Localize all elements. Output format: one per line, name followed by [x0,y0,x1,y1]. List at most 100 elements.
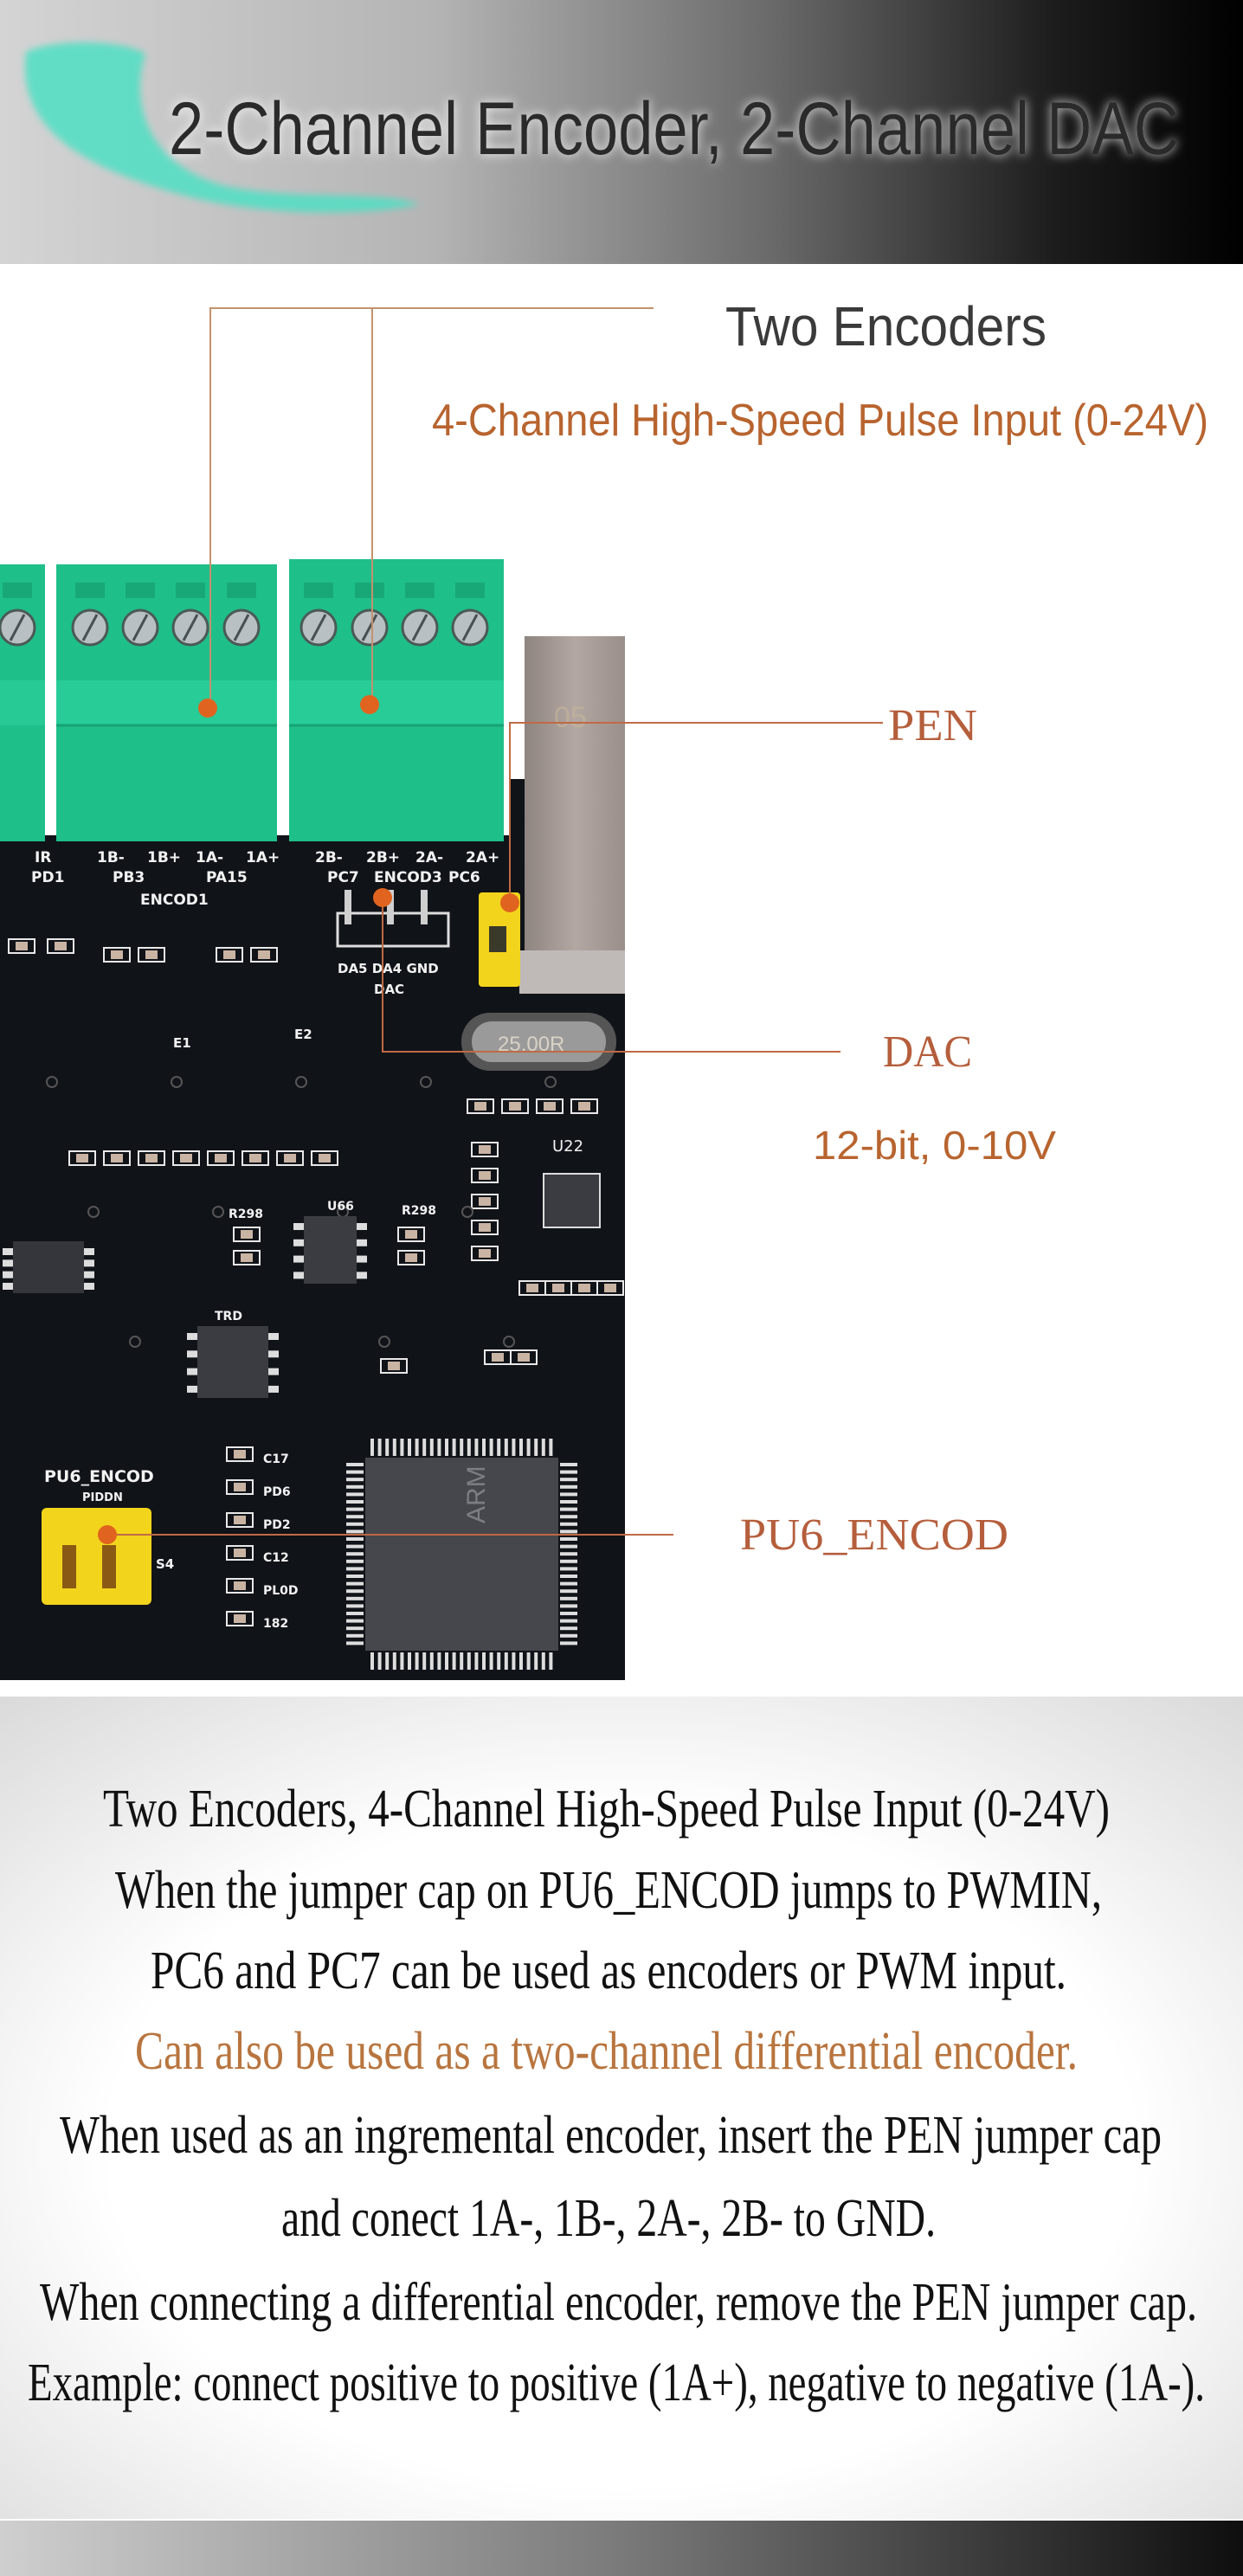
description-line: Can also be used as a two-channel differ… [135,2022,1078,2081]
mcu-pin [346,1559,364,1563]
smd-footprint [233,1250,261,1265]
mcu-pin [346,1537,364,1541]
mcu-pin [534,1439,538,1456]
terminal-slot [75,583,105,598]
terminal-slot [304,583,333,598]
chip-pin [357,1272,367,1279]
smd-component [526,1284,538,1292]
smd-component [578,1102,590,1111]
smd-component [604,1284,616,1292]
smd-footprint [8,938,35,954]
terminal-block-encoder1 [56,564,277,841]
screw-slot [182,614,199,641]
mcu-pin [346,1492,364,1497]
chip-pin [268,1385,279,1393]
mcu-pin [346,1470,364,1474]
description-line: When the jumper cap on PU6_ENCOD jumps t… [115,1861,1102,1920]
mcu-pin [346,1604,364,1608]
smd-footprint [471,1194,499,1209]
chip-pin [268,1368,279,1375]
mcu-pin [560,1619,577,1623]
silk-e1: E1 [173,1035,191,1051]
mcu-pin [346,1626,364,1631]
mcu-pin [474,1652,479,1670]
via [171,1076,183,1088]
smd-component [16,942,28,950]
mcu-pin [346,1567,364,1571]
silk-e2: E2 [294,1027,312,1042]
smd-footprint [570,1098,598,1114]
smd-footprint [226,1479,254,1495]
smd-component [405,1253,417,1262]
smd-footprint [471,1246,499,1261]
smd-component [319,1154,331,1162]
mcu-pin [504,1652,508,1670]
mcu-pin [385,1652,390,1670]
smd-footprint [226,1545,254,1561]
smd-component [405,1230,417,1239]
terminal-slot [126,583,155,598]
mcu-chip: ARM [365,1458,558,1651]
mcu-pin [482,1652,486,1670]
silk-enc1-port-1: PB3 [113,869,145,886]
pu6-marker-dot [98,1525,117,1544]
silk-u66: U66 [327,1200,354,1214]
via [87,1206,100,1218]
mcu-pin [541,1652,545,1670]
silk-dac-name: DAC [374,982,404,997]
mcu-pin [346,1544,364,1549]
smd-component [111,1154,123,1162]
smd-footprint [103,947,131,963]
terminal-slot [455,583,485,598]
mcu-pin [560,1581,577,1586]
chip-pin [3,1283,13,1290]
mcu-pin [560,1567,577,1571]
smd-component [145,1154,158,1162]
mcu-pin [560,1589,577,1594]
silk-cap-1: C17 [263,1452,289,1466]
mcu-pin [408,1652,411,1670]
encoder1-marker-dot [198,699,217,718]
mcu-pin [445,1439,448,1456]
mcu-pin [560,1633,577,1638]
silk-cap-2: PD6 [263,1485,291,1499]
terminal-block-partial [0,564,45,841]
terminal-slot [3,583,32,598]
smd-footprint [68,1150,96,1166]
encoders-subtitle: 4-Channel High-Speed Pulse Input (0-24V) [432,396,1208,446]
chip-pin [357,1223,367,1230]
chip-pin [187,1350,197,1358]
text-area-background [0,1697,1243,2519]
jack-shield [519,950,625,994]
mcu-pin [346,1596,364,1600]
silk-enc1-pin-3: 1A- [196,849,223,866]
chip-pin [268,1350,279,1358]
mcu-pin [452,1439,456,1456]
smd-component [111,950,123,959]
smd-component [388,1362,400,1370]
mcu-pin [346,1641,364,1645]
pen-label: PEN [888,701,977,750]
svg-text:ARM: ARM [462,1465,491,1523]
smd-footprint [47,938,74,954]
description-line: Two Encoders, 4-Channel High-Speed Pulse… [103,1780,1110,1839]
smd-footprint [226,1446,254,1462]
mcu-pin [346,1619,364,1623]
smd-component [544,1102,556,1111]
mcu-pin [385,1439,390,1456]
footer-banner [0,2521,1243,2576]
silk-cap-5: PL0D [263,1584,299,1598]
mcu-pin [460,1439,464,1456]
mcu-pin [437,1652,441,1670]
mcu-pin [560,1544,577,1549]
smd-component [234,1614,246,1623]
chip-left [13,1241,84,1293]
smd-component [509,1102,521,1111]
screw-slot [132,614,149,641]
mcu-pin [422,1439,427,1456]
mcu-pin [346,1530,364,1534]
terminal-slot [176,583,205,598]
smd-component [479,1145,491,1154]
smd-component [479,1197,491,1206]
smd-footprint [138,1150,165,1166]
